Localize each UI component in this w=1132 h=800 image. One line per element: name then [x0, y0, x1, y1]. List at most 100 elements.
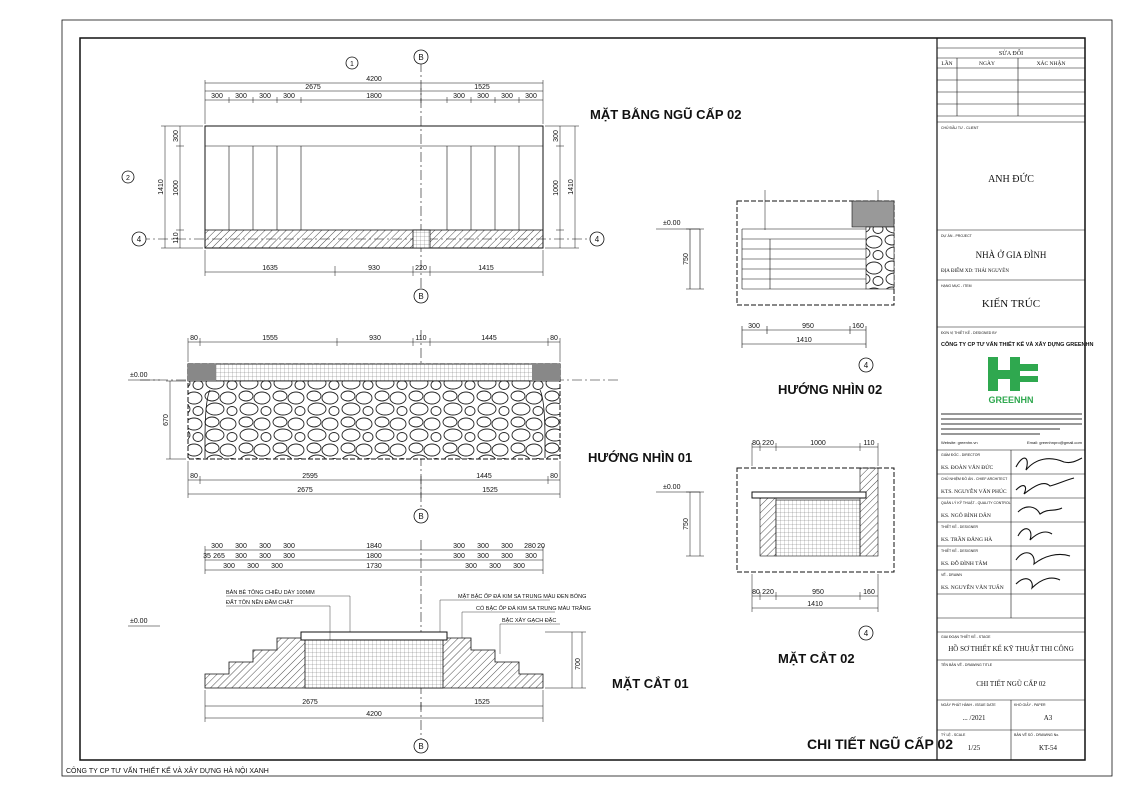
drawing-label: TÊN BẢN VẼ - DRAWING TITLE	[941, 662, 993, 667]
elevation-01: 80 1555 930 110 1445 80 80 2595 1445 80 …	[128, 330, 692, 524]
grid-marker-4: 4	[864, 629, 869, 638]
grid-marker-b: B	[418, 742, 423, 751]
elev01-dim-top: 80	[550, 335, 558, 342]
sec02-dim-bottom: 950	[812, 589, 824, 596]
sec01-dim-top: 300	[283, 543, 295, 550]
elev01-dim-bottom: 80	[190, 473, 198, 480]
plan-dim-step: 300	[501, 93, 513, 100]
signature	[1015, 577, 1061, 590]
drawing-title: CHI TIẾT NGŨ CẤP 02	[976, 680, 1046, 688]
plan-dim-height: 300	[173, 130, 180, 142]
person-name: KS. TRẦN ĐĂNG HÀ	[941, 535, 992, 543]
sec02-dim-top: 1000	[810, 440, 826, 447]
elev01-dim-top: 1445	[481, 335, 497, 342]
sec01-dim-top: 300	[501, 543, 513, 550]
sec01-dim-mid: 265	[213, 553, 225, 560]
sec01-dim-mid: 300	[477, 553, 489, 560]
elev02-dim: 160	[852, 323, 864, 330]
elev02-title: HƯỚNG NHÌN 02	[778, 382, 882, 397]
elev01-dim-bottom2: 1525	[482, 487, 498, 494]
sec01-dim-low: 300	[465, 563, 477, 570]
sec01-dim-top: 300	[211, 543, 223, 550]
drawing-number: KT-54	[1039, 744, 1058, 752]
person-role: THIẾT KẾ - DESIGNER	[941, 524, 979, 529]
elev02-dim: 300	[748, 323, 760, 330]
plan-dim-step: 300	[259, 93, 271, 100]
project-location: ĐỊA ĐIỂM XD: THÁI NGUYÊN	[941, 268, 1009, 274]
paper-label: KHỔ GIẤY - PAPER	[1014, 702, 1046, 707]
sec02-dim-bottom: 220	[762, 589, 774, 596]
paper-size: A3	[1044, 714, 1053, 722]
sec01-dim-low: 300	[247, 563, 259, 570]
plan-dim-height: 1000	[553, 180, 560, 196]
person-role: GIÁM ĐỐC - DIRECTOR	[941, 452, 980, 457]
owner-name: ANH ĐỨC	[988, 173, 1034, 185]
sec02-title: MẶT CẮT 02	[778, 651, 855, 666]
elev01-dim-bottom: 1445	[476, 473, 492, 480]
sec01-dim-top: 280	[524, 543, 536, 550]
signature	[1015, 477, 1075, 495]
sec01-dim-mid: 300	[525, 553, 537, 560]
elev01-dim-bottom2: 2675	[297, 487, 313, 494]
plan-dim-height-total: 1410	[568, 179, 575, 195]
greenhn-logo: GREENHN	[988, 357, 1038, 405]
signature	[1015, 457, 1083, 471]
sec02-height: 750	[683, 518, 690, 530]
elev01-height: 670	[163, 414, 170, 426]
sec01-note-left: BẢN BÊ TÔNG CHIỀU DÀY 100MM	[226, 588, 315, 596]
rev-col: LẦN	[941, 59, 952, 67]
person-name: KS. ĐỖ ĐÌNH TÂM	[941, 559, 987, 567]
sec01-dim-top: 20	[537, 543, 545, 550]
elev01-dim-top: 110	[415, 335, 426, 342]
plan-dim-bottom: 930	[368, 265, 380, 272]
plan-dim-step: 300	[235, 93, 247, 100]
sec01-note-left: ĐẤT TÔN NỀN ĐẦM CHẶT	[226, 599, 294, 606]
elev01-dim-top: 930	[369, 335, 381, 342]
sec02-level: ±0.00	[663, 484, 681, 491]
signature	[1017, 506, 1063, 515]
plan-dim-total: 4200	[366, 76, 382, 83]
elevation-02: ±0.00 750 300 950 160 1410 4 HƯỚNG NHÌN …	[656, 190, 895, 397]
person-name: KS. NGÔ BÌNH DÂN	[941, 511, 991, 519]
plan-dim-step: 300	[211, 93, 223, 100]
plan-dim-bottom: 1635	[262, 265, 278, 272]
elev01-level: ±0.00	[130, 372, 148, 379]
plan-dim-left: 2675	[305, 84, 321, 91]
signature	[1015, 552, 1071, 566]
plan-dim-step: 300	[453, 93, 465, 100]
grid-marker-4: 4	[595, 235, 600, 244]
person-role: THIẾT KẾ - DESIGNER	[941, 548, 979, 553]
sec01-dim-low: 1730	[366, 563, 382, 570]
rev-col: NGÀY	[979, 59, 995, 67]
elev01-title: HƯỚNG NHÌN 01	[588, 450, 692, 465]
grid-marker-b: B	[418, 292, 423, 301]
plan-dim-bottom: 220	[415, 265, 427, 272]
sec01-dim-top: 300	[453, 543, 465, 550]
grid-marker-4: 4	[864, 361, 869, 370]
sec02-dim-top: 80	[752, 440, 760, 447]
email: Email: greenhnpro@gmail.com	[1027, 440, 1083, 445]
plan-dim-step: 300	[477, 93, 489, 100]
sec01-dim-low: 300	[223, 563, 235, 570]
plan-dim-step: 300	[283, 93, 295, 100]
designer-company: CÔNG TY CP TƯ VẤN THIẾT KẾ VÀ XÂY DỰNG G…	[941, 340, 1093, 348]
elev02-level: ±0.00	[663, 220, 681, 227]
date-label: NGÀY PHÁT HÀNH - ISSUE DATE	[941, 703, 996, 707]
sec01-dim-mid: 35	[203, 553, 211, 560]
sec01-dim-low: 300	[513, 563, 525, 570]
plan-dim-right: 1525	[474, 84, 490, 91]
sec01-dim-mid: 300	[235, 553, 247, 560]
sec01-level: ±0.00	[130, 618, 148, 625]
plan-dim-height-total: 1410	[158, 179, 165, 195]
person-role: QUẢN LÝ KỸ THUẬT - QUALITY CONTROL	[941, 500, 1011, 505]
sec01-title: MẶT CẮT 01	[612, 676, 689, 691]
section-01: 300 300 300 300 1840 300 300 300 280 20 …	[128, 540, 689, 754]
scale: 1/25	[968, 744, 981, 752]
sec01-dim-mid: 300	[283, 553, 295, 560]
grid-marker-b: B	[418, 512, 423, 521]
person-role: VẼ - DRAWN	[941, 572, 962, 577]
revision-header: SỬA ĐỔI	[999, 49, 1023, 57]
plan-dim-bottom: 1415	[478, 265, 494, 272]
sec01-dim-mid: 300	[453, 553, 465, 560]
